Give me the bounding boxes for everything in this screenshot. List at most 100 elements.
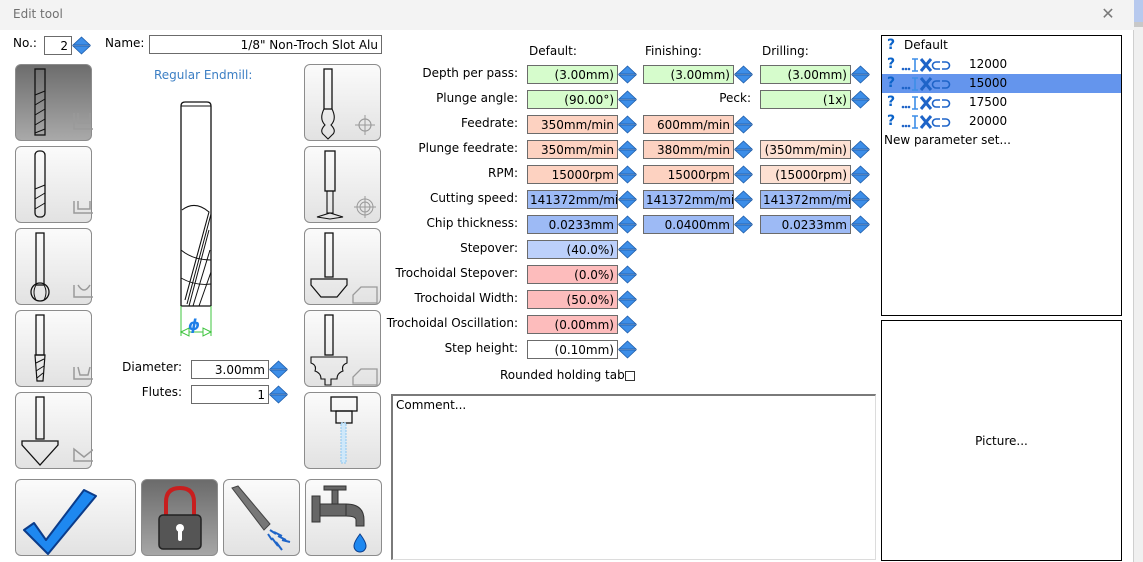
peck-label: Peck: xyxy=(719,91,751,105)
tool-type-coolant-nozzle[interactable] xyxy=(304,392,381,469)
param-input[interactable]: (3.00mm) xyxy=(643,65,734,84)
param-input[interactable]: 15000rpm xyxy=(643,165,734,184)
param-input[interactable]: 0.0400mm xyxy=(643,215,734,234)
param-input[interactable]: (90.00°) xyxy=(527,90,618,109)
spinner-arrows-icon[interactable] xyxy=(734,65,753,84)
param-label: Depth per pass: xyxy=(422,66,518,80)
flutes-spinner[interactable] xyxy=(269,385,288,404)
parameter-set-item[interactable]: ?15000 xyxy=(882,74,1121,93)
parameter-set-item[interactable]: ?20000 xyxy=(882,112,1121,131)
spinner-arrows-icon[interactable] xyxy=(734,190,753,209)
close-icon[interactable]: ✕ xyxy=(1101,4,1115,23)
param-input[interactable]: 141372mm/min xyxy=(643,190,734,209)
lock-button[interactable] xyxy=(141,479,218,556)
spinner-arrows-icon[interactable] xyxy=(618,315,637,334)
param-input[interactable]: (40.0%) xyxy=(527,240,618,259)
param-input[interactable]: 350mm/min xyxy=(527,140,618,159)
param-input[interactable]: (3.00mm) xyxy=(527,65,618,84)
spinner-arrows-icon[interactable] xyxy=(734,140,753,159)
param-input[interactable]: (15000rpm) xyxy=(760,165,851,184)
param-input[interactable]: (350mm/min) xyxy=(760,140,851,159)
parameter-set-label: Default xyxy=(904,38,948,52)
window-title: Edit tool xyxy=(13,7,63,21)
tool-param-icons xyxy=(901,115,951,129)
param-input[interactable]: (0.10mm) xyxy=(527,340,618,359)
parameter-set-item[interactable]: ?12000 xyxy=(882,55,1121,74)
spinner-arrows-icon[interactable] xyxy=(851,190,870,209)
new-parameter-set-item[interactable]: New parameter set... xyxy=(884,133,1011,147)
param-input[interactable]: 350mm/min xyxy=(527,115,618,134)
tool-type-drill[interactable] xyxy=(304,64,381,141)
spinner-arrows-icon[interactable] xyxy=(618,265,637,284)
param-input[interactable]: 15000rpm xyxy=(527,165,618,184)
tool-type-chamfer[interactable] xyxy=(304,228,381,305)
param-label: Plunge feedrate: xyxy=(418,141,518,155)
flutes-input[interactable]: 1 xyxy=(191,385,269,404)
spinner-arrows-icon[interactable] xyxy=(851,65,870,84)
spinner-arrows-icon[interactable] xyxy=(851,90,870,109)
spinner-arrows-icon[interactable] xyxy=(618,190,637,209)
param-input[interactable]: 0.0233mm xyxy=(760,215,851,234)
spinner-arrows-icon[interactable] xyxy=(851,165,870,184)
picture-box[interactable]: Picture... xyxy=(881,320,1122,561)
tool-number-spinner[interactable] xyxy=(72,36,91,55)
background-window-edge xyxy=(1134,0,1143,562)
spinner-arrows-icon[interactable] xyxy=(618,165,637,184)
parameter-set-list[interactable]: ? Default ?12000?15000?17500?20000 New par… xyxy=(881,35,1122,316)
param-input[interactable]: 0.0233mm xyxy=(527,215,618,234)
coolant-flood-button[interactable] xyxy=(305,479,382,556)
tool-type-ball-endmill[interactable] xyxy=(15,228,93,305)
spinner-arrows-icon[interactable] xyxy=(618,290,637,309)
param-input[interactable]: (3.00mm) xyxy=(760,65,851,84)
parameter-set-item[interactable]: ?17500 xyxy=(882,93,1121,112)
tool-type-ballnose-slot[interactable] xyxy=(15,146,93,223)
parameter-set-item[interactable]: ? Default xyxy=(882,36,1121,55)
spinner-arrows-icon[interactable] xyxy=(851,215,870,234)
rounded-tabs-checkbox[interactable] xyxy=(625,371,635,381)
tapered-endmill-icon xyxy=(34,314,93,382)
spinner-arrows-icon[interactable] xyxy=(618,90,637,109)
column-header: Finishing: xyxy=(645,44,702,58)
spinner-arrows-icon[interactable] xyxy=(851,140,870,159)
tool-type-roundover[interactable] xyxy=(304,310,381,387)
param-input[interactable]: (1x) xyxy=(760,90,851,109)
spinner-arrows-icon[interactable] xyxy=(618,215,637,234)
comment-textarea[interactable]: Comment... xyxy=(391,394,876,560)
tool-name-input[interactable]: 1/8" Non-Troch Slot Alu xyxy=(149,35,382,54)
param-input[interactable]: 380mm/min xyxy=(643,140,734,159)
spinner-arrows-icon[interactable] xyxy=(618,140,637,159)
param-input[interactable]: 600mm/min xyxy=(643,115,734,134)
tool-type-tapered-endmill[interactable] xyxy=(15,310,93,387)
param-label: Cutting speed: xyxy=(429,191,518,205)
param-input[interactable]: 141372mm/min xyxy=(527,190,618,209)
spinner-arrows-icon[interactable] xyxy=(618,240,637,259)
tool-number-input[interactable]: 2 xyxy=(44,36,72,55)
tool-type-spot-drill[interactable] xyxy=(304,146,381,223)
tool-type-v-bit[interactable] xyxy=(15,392,93,469)
diameter-spinner[interactable] xyxy=(269,360,288,379)
param-input[interactable]: (50.0%) xyxy=(527,290,618,309)
param-input[interactable]: 141372mm/min xyxy=(760,190,851,209)
param-input[interactable]: (0.0%) xyxy=(527,265,618,284)
spinner-arrows-icon[interactable] xyxy=(618,340,637,359)
column-header: Drilling: xyxy=(762,44,809,58)
spinner-arrows-icon[interactable] xyxy=(734,215,753,234)
tool-param-icons xyxy=(901,58,951,72)
tool-type-regular-endmill[interactable] xyxy=(15,64,93,141)
column-header: Default: xyxy=(529,44,577,58)
ok-button[interactable] xyxy=(15,479,136,556)
param-label: Trochoidal Width: xyxy=(414,291,518,305)
parameter-set-label: 12000 xyxy=(969,57,1008,71)
checkmark-icon xyxy=(23,489,97,555)
diameter-input[interactable]: 3.00mm xyxy=(191,360,269,379)
coolant-spray-button[interactable] xyxy=(223,479,300,556)
question-icon: ? xyxy=(886,37,896,53)
spinner-arrows-icon[interactable] xyxy=(734,165,753,184)
nozzle-icon xyxy=(330,396,358,464)
param-label: Chip thickness: xyxy=(426,216,518,230)
spinner-arrows-icon[interactable] xyxy=(618,65,637,84)
spinner-arrows-icon[interactable] xyxy=(734,115,753,134)
param-input[interactable]: (0.00mm) xyxy=(527,315,618,334)
spinner-arrows-icon[interactable] xyxy=(618,115,637,134)
parameter-set-label: 20000 xyxy=(969,114,1008,128)
